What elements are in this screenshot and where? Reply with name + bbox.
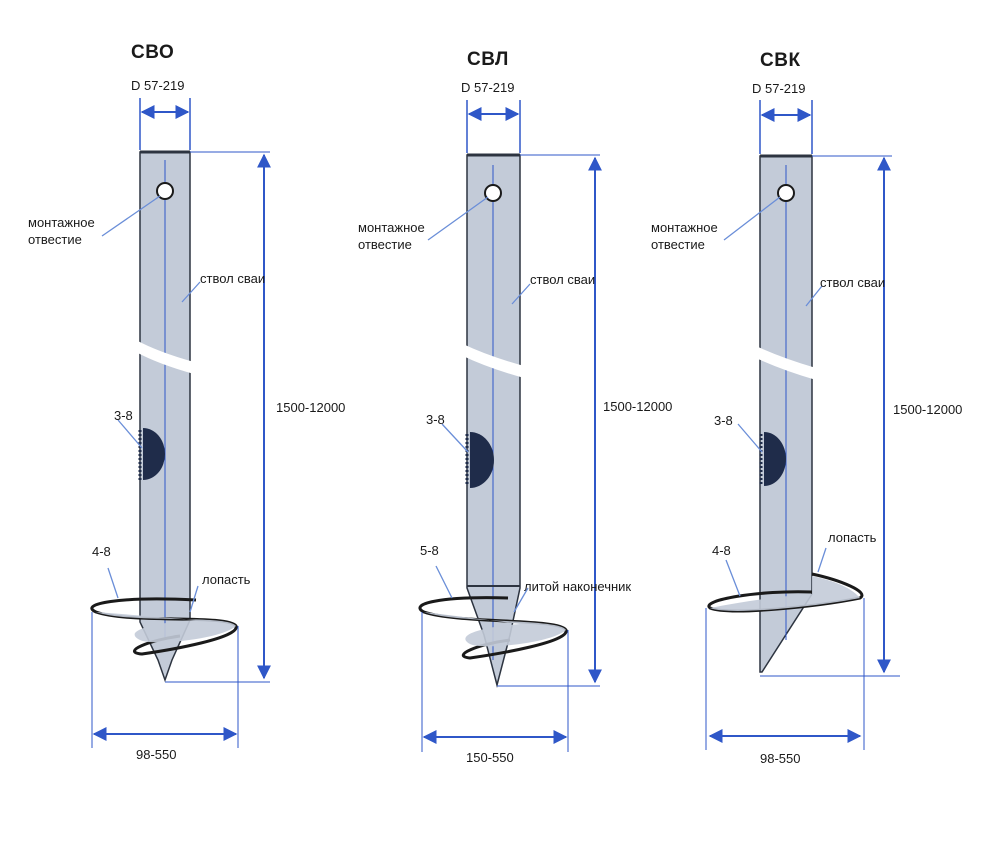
pile-svo-wall-section <box>143 428 165 480</box>
pile-svo-blade-label: лопасть <box>202 572 251 587</box>
pile-svl-title: СВЛ <box>467 49 509 70</box>
pile-svl-diameter-label: D 57-219 <box>461 80 515 95</box>
pile-svl-hole-label: монтажное отвестие <box>358 220 425 252</box>
pile-svk-wall-section <box>764 432 786 486</box>
pile-svl-mounting-hole <box>484 184 502 202</box>
pile-svo-title: СВО <box>131 42 175 63</box>
pile-svk-wall-label: 3-8 <box>714 413 733 428</box>
pile-svl-length-label: 1500-12000 <box>603 399 673 414</box>
pile-svo-hole-label: монтажное отвестие <box>28 215 95 247</box>
pile-svk-blade-label: лопасть <box>828 530 877 545</box>
pile-svl <box>418 100 602 752</box>
pile-svk-length-label: 1500-12000 <box>893 402 963 417</box>
pile-svo-length-label: 1500-12000 <box>276 400 346 415</box>
pile-svo-shaft-label: ствол сваи <box>200 271 266 286</box>
pile-svk-hole-label: монтажное отвестие <box>651 220 718 252</box>
pile-svl-break <box>463 344 524 378</box>
pile-svl-blade-diameter-label: 150-550 <box>466 750 514 765</box>
pile-svk-shaft-label: ствол сваи <box>820 275 886 290</box>
pile-svl-shaft-label: ствол сваи <box>530 272 596 287</box>
pile-svo-blade <box>90 597 238 656</box>
pile-svk-blade-diameter-label: 98-550 <box>760 751 801 766</box>
pile-svo-diameter-label: D 57-219 <box>131 78 185 93</box>
pile-svo-break <box>136 340 194 374</box>
pile-svo-wall-label: 3-8 <box>114 408 133 423</box>
pile-svo <box>90 98 271 748</box>
pile-svk-mounting-hole <box>777 184 795 202</box>
pile-svk-break <box>756 346 816 380</box>
pile-svk-diameter-label: D 57-219 <box>752 81 806 96</box>
pile-svo-blade-thickness-label: 4-8 <box>92 544 111 559</box>
pile-svo-mounting-hole <box>156 182 174 200</box>
pile-svl-wall-label: 3-8 <box>426 412 445 427</box>
pile-svo-blade-diameter-label: 98-550 <box>136 747 177 762</box>
pile-svl-wall-section <box>470 432 494 488</box>
pile-svk-title: СВК <box>760 50 801 71</box>
pile-svk-blade-thickness-label: 4-8 <box>712 543 731 558</box>
pile-svl-blade-thickness-label: 5-8 <box>420 543 439 558</box>
pile-svl-blade-label: литой наконечник <box>524 579 632 594</box>
pile-svk <box>705 100 900 750</box>
